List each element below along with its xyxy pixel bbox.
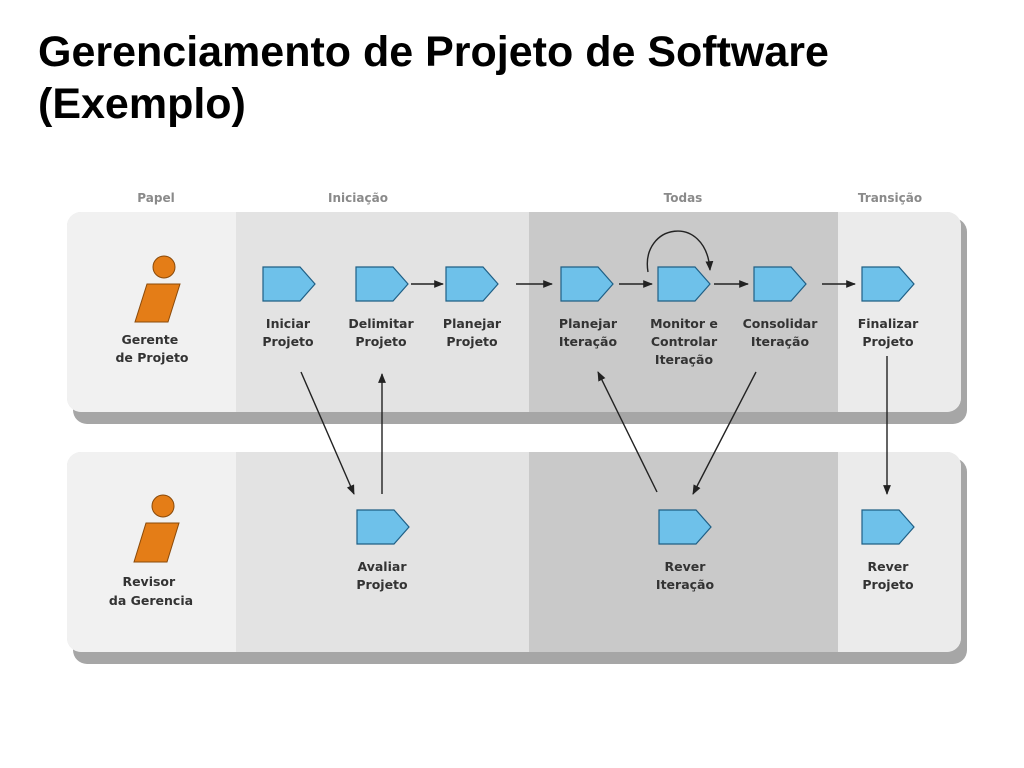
activity-icon <box>657 266 711 302</box>
arrow-monitor-loop <box>646 230 714 273</box>
activity-icon <box>560 266 614 302</box>
arrow-rever-to-planejar-iteracao <box>597 371 658 493</box>
lane-gerente <box>67 212 967 424</box>
lane-todas-cell <box>529 452 838 652</box>
activity-icon <box>355 266 409 302</box>
page-title: Gerenciamento de Projeto de Software (Ex… <box>38 28 829 128</box>
role-figure-icon <box>134 255 181 323</box>
arrow-consolidar-to-rever <box>692 371 757 495</box>
lane-todas-cell <box>529 212 838 412</box>
activity-icon <box>753 266 807 302</box>
activity-icon <box>262 266 316 302</box>
role-label-revisor: Revisor da Gerencia <box>109 574 193 608</box>
column-header-todas: Todas <box>664 191 703 205</box>
flow-arrows <box>300 230 891 495</box>
lane-transicao-cell <box>838 452 961 652</box>
column-header-papel: Papel <box>137 191 174 205</box>
activity-icon <box>658 509 712 545</box>
activity-icon <box>356 509 410 545</box>
lane-revisor <box>67 452 967 664</box>
role-figure-icon <box>133 494 180 563</box>
lane-transicao-cell <box>838 212 961 412</box>
column-header-transicao: Transição <box>858 191 922 205</box>
role-label-gerente: Gerente de Projeto <box>115 332 188 365</box>
column-header-iniciacao: Iniciação <box>328 191 388 205</box>
activity-icon <box>861 509 915 545</box>
activity-icon <box>445 266 499 302</box>
arrow-iniciar-to-avaliar <box>300 371 355 495</box>
activity-icon <box>861 266 915 302</box>
